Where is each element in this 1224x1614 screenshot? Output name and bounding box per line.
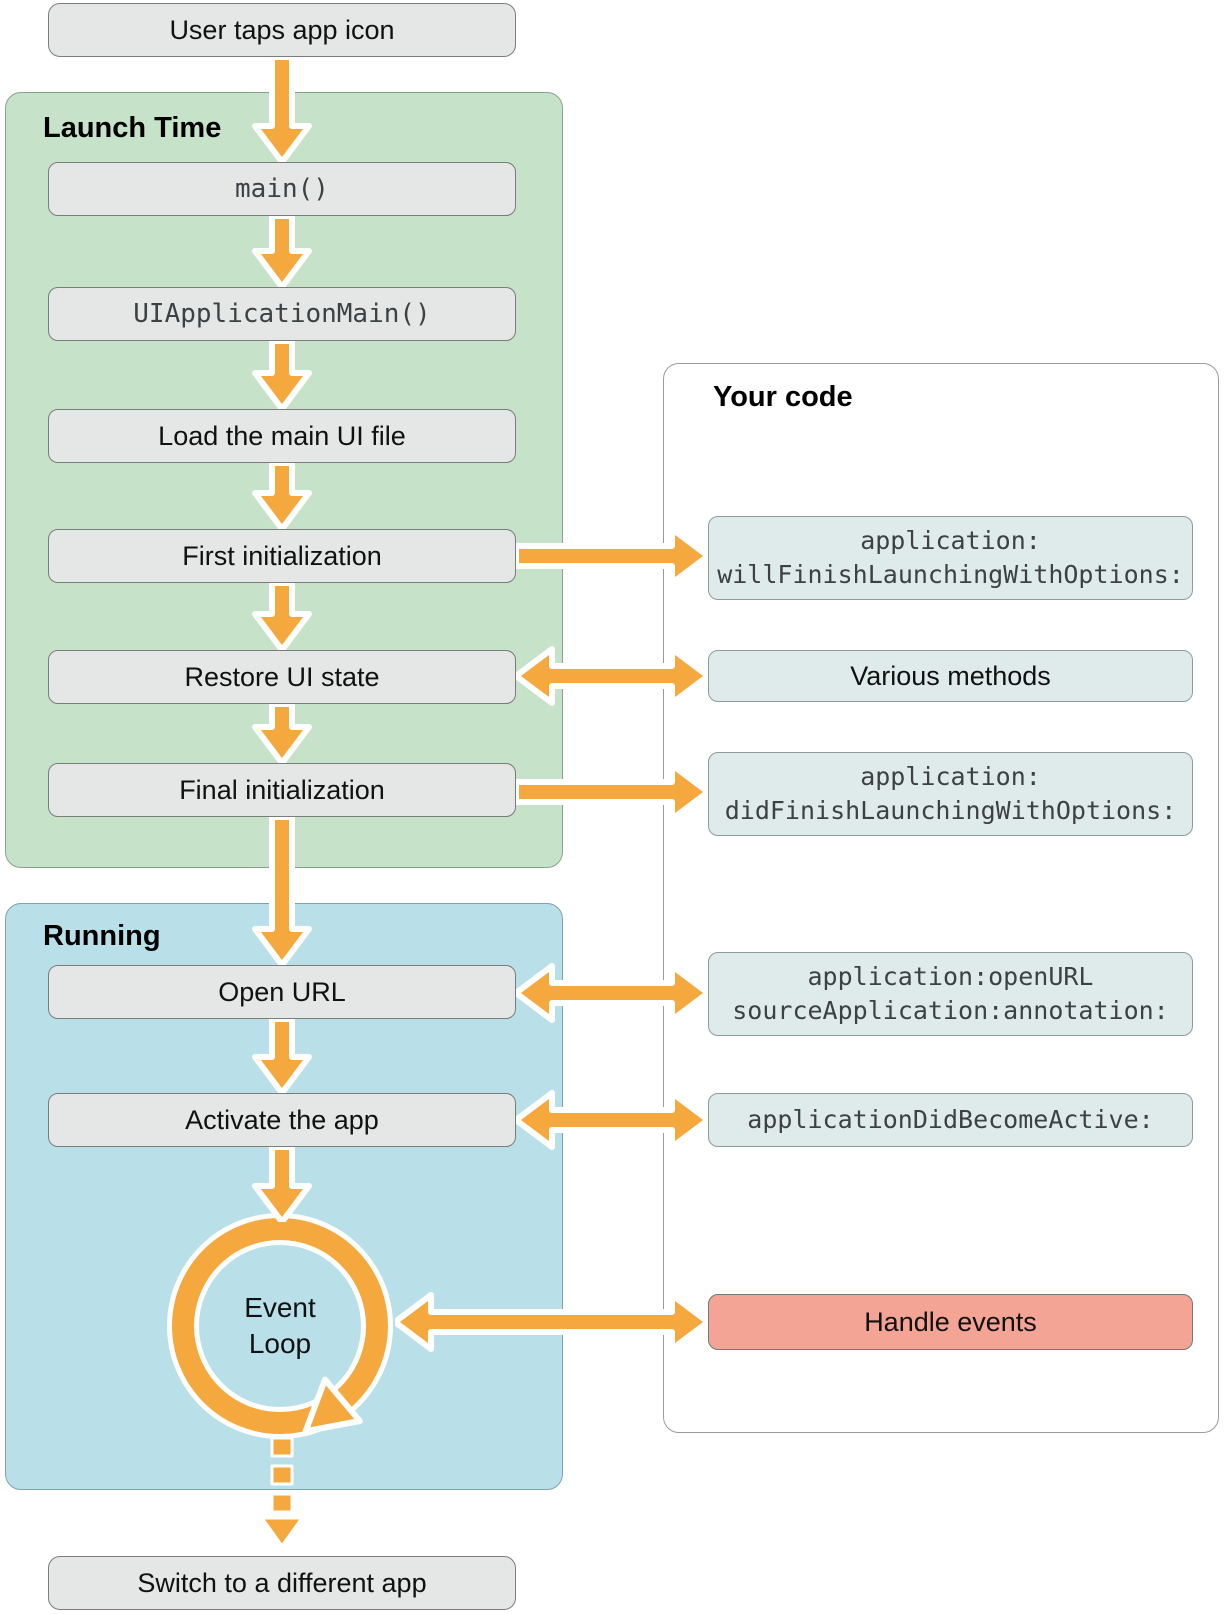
box-various-methods: Various methods xyxy=(708,650,1193,702)
arrow-first-init-to-restore xyxy=(252,583,312,650)
your-code-title: Your code xyxy=(713,381,853,413)
did-finish-line2: didFinishLaunchingWithOptions: xyxy=(724,796,1177,825)
arrow-user-to-main xyxy=(252,57,312,162)
launch-time-title: Launch Time xyxy=(43,112,222,144)
arrow-final-init-to-open-url xyxy=(252,817,312,965)
box-final-initialization-label: Final initialization xyxy=(179,774,385,805)
will-finish-line1: application: xyxy=(860,526,1041,555)
box-first-initialization-label: First initialization xyxy=(182,540,382,571)
box-did-become-active: applicationDidBecomeActive: xyxy=(708,1093,1193,1147)
did-finish-line1: application: xyxy=(860,762,1041,791)
arrow-open-url-to-activate xyxy=(252,1019,312,1093)
box-load-main-ui-file: Load the main UI file xyxy=(48,409,516,463)
arrow-open-url-bidirectional xyxy=(516,963,708,1023)
handle-events-label: Handle events xyxy=(864,1306,1037,1337)
arrow-restore-various-bidirectional xyxy=(516,646,708,706)
event-loop-label: Event Loop xyxy=(160,1290,400,1362)
running-title: Running xyxy=(43,920,161,952)
open-url-code-line2: sourceApplication:annotation: xyxy=(732,996,1169,1025)
box-uiapplicationmain: UIApplicationMain() xyxy=(48,287,516,341)
box-user-taps-label: User taps app icon xyxy=(169,14,395,45)
did-become-active-label: applicationDidBecomeActive: xyxy=(747,1105,1154,1134)
box-final-initialization: Final initialization xyxy=(48,763,516,817)
box-did-finish-launching: application: didFinishLaunchingWithOptio… xyxy=(708,752,1193,836)
box-will-finish-launching: application: willFinishLaunchingWithOpti… xyxy=(708,516,1193,600)
arrow-event-loop-to-switch-dashed xyxy=(260,1438,304,1548)
arrow-uiapplicationmain-to-load xyxy=(252,341,312,409)
box-activate-the-app-label: Activate the app xyxy=(185,1104,379,1135)
box-restore-ui-state: Restore UI state xyxy=(48,650,516,704)
open-url-code-line1: application:openURL xyxy=(807,962,1094,991)
arrow-restore-to-final-init xyxy=(252,704,312,763)
box-open-url-label: Open URL xyxy=(218,976,346,1007)
event-loop-icon xyxy=(167,1213,393,1439)
box-uiapplicationmain-label: UIApplicationMain() xyxy=(133,299,431,329)
box-switch-to-different-app: Switch to a different app xyxy=(48,1556,516,1610)
box-activate-the-app: Activate the app xyxy=(48,1093,516,1147)
arrow-first-init-to-will-finish xyxy=(516,526,708,586)
event-loop-line2: Loop xyxy=(248,1328,312,1359)
arrow-activate-to-event-loop xyxy=(252,1147,312,1222)
box-handle-events: Handle events xyxy=(708,1294,1193,1350)
box-restore-ui-state-label: Restore UI state xyxy=(184,661,380,692)
arrow-event-loop-handle-events-bidirectional xyxy=(395,1292,708,1352)
arrow-final-init-to-did-finish xyxy=(516,762,708,822)
box-open-url: Open URL xyxy=(48,965,516,1019)
box-main: main() xyxy=(48,162,516,216)
arrow-main-to-uiapplicationmain xyxy=(252,216,312,287)
box-user-taps-app-icon: User taps app icon xyxy=(48,3,516,57)
arrow-load-to-first-init xyxy=(252,463,312,529)
various-methods-label: Various methods xyxy=(850,660,1051,691)
box-open-url-source-application: application:openURL sourceApplication:an… xyxy=(708,952,1193,1036)
box-load-main-ui-label: Load the main UI file xyxy=(158,420,406,451)
arrow-activate-did-become-bidirectional xyxy=(516,1090,708,1150)
event-loop-line1: Event xyxy=(244,1292,316,1323)
box-main-label: main() xyxy=(235,174,329,204)
box-switch-app-label: Switch to a different app xyxy=(137,1567,427,1598)
box-first-initialization: First initialization xyxy=(48,529,516,583)
will-finish-line2: willFinishLaunchingWithOptions: xyxy=(717,560,1184,589)
